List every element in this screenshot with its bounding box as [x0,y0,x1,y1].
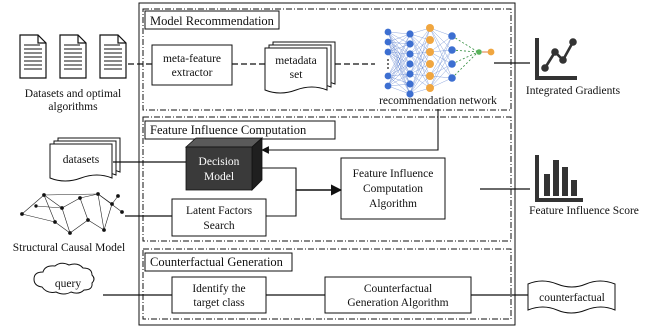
section-feature-influence [142,116,512,242]
outer-frame [138,2,516,326]
documents-icon [19,34,127,79]
datasets-document-shape [49,137,121,182]
identify-line2: target class [193,297,245,309]
label-datasets-optimal-line2: algorithms [48,101,98,113]
identify-target-class-box [171,276,267,314]
decision-model-line2: Model [204,171,234,183]
fic-line2: Computation [363,183,423,195]
latent-factors-search-box [171,198,267,237]
connector-decision-to-fic [262,167,297,190]
meta-feature-line2: extractor [172,67,213,79]
cfgen-line1: Counterfactual [364,283,432,295]
latent-factors-line1: Latent Factors [186,205,253,217]
connector-latent-to-fic [266,190,297,217]
fic-line1: Feature Influence [353,168,434,180]
decision-model-cube [184,137,264,191]
section-title-counterfactual: Counterfactual Generation [150,255,284,269]
label-integrated-gradients: Integrated Gradients [526,85,621,97]
metadata-set-shape [264,41,336,94]
query-cloud-shape [33,262,95,295]
counterfactual-output-shape [527,280,616,314]
fic-line3: Algorithm [369,198,417,210]
label-structural-causal-model: Structural Causal Model [13,242,125,254]
label-datasets: datasets [63,154,100,166]
label-feature-influence-score: Feature Influence Score [529,205,639,217]
label-query: query [55,278,81,290]
bar-chart-icon [535,155,583,202]
label-recommendation-network: recommendation network [379,95,497,107]
identify-line1: Identify the [192,283,245,295]
label-counterfactual: counterfactual [539,292,605,304]
meta-feature-extractor-box [151,44,233,86]
section-title-feature-influence: Feature Influence Computation [150,123,307,137]
counterfactual-generation-box [324,276,472,314]
decision-model-line1: Decision [199,156,240,168]
section-counterfactual [142,248,512,320]
metadata-line1: metadata [275,55,317,67]
cfgen-line2: Generation Algorithm [347,297,448,309]
label-datasets-optimal-line1: Datasets and optimal [25,88,121,100]
metadata-line2: set [290,69,304,81]
line-chart-icon [535,38,577,80]
latent-factors-line2: Search [203,220,235,232]
causal-graph-icon [20,192,124,235]
meta-feature-line1: meta-feature [163,53,221,65]
section-model-recommendation [142,8,512,111]
neural-network-icon [384,24,495,98]
arrow-network-to-decision-model [261,109,439,154]
section-title-model-recommendation: Model Recommendation [150,14,275,28]
